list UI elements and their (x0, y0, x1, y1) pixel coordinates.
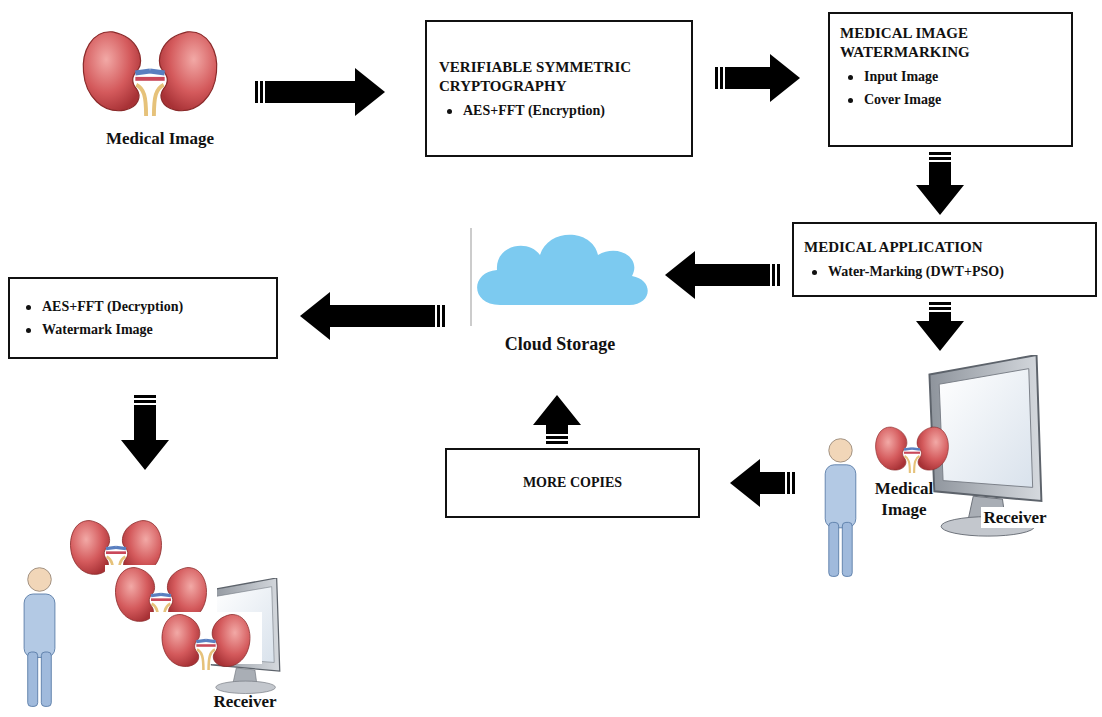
arrow-stripe (790, 471, 792, 495)
block-arrow (916, 152, 964, 215)
text-holder: Receiver (205, 691, 285, 712)
text-holder: Cloud Storage (465, 333, 655, 356)
box-heading: MEDICAL APPLICATION (804, 238, 1085, 257)
block-arrow (665, 251, 780, 299)
process-box: MORE COPIES (445, 448, 700, 518)
arrow-stripe (263, 80, 265, 104)
image-node: Medical Image (75, 25, 245, 150)
image-border (471, 228, 472, 326)
arrow-stripe (545, 434, 569, 436)
receiver-node: Receiver (10, 480, 320, 712)
block-arrow (255, 68, 385, 116)
bullet-item: Watermark Image (18, 321, 268, 339)
image-caption: Medical Image (75, 128, 245, 149)
kidney-image (162, 614, 250, 670)
arrow-stripe (775, 263, 777, 287)
arrow-stripe (928, 305, 952, 307)
block-arrow (533, 395, 581, 444)
arrow-stripe (440, 304, 442, 328)
block-arrow (121, 395, 169, 470)
block-arrow (916, 302, 964, 351)
image-caption: Medical Image (867, 478, 941, 521)
text-holder: Medical Image (867, 478, 941, 521)
arrow-stripe (133, 398, 157, 400)
bullet-item: AES+FFT (Decryption) (18, 298, 268, 316)
block-arrow (665, 251, 780, 299)
block-arrow (533, 395, 581, 444)
block-arrow (715, 54, 800, 102)
arrow-stripe (770, 263, 772, 287)
arrow-stripe (928, 155, 952, 157)
block-arrow (730, 459, 795, 507)
person-icon (825, 439, 856, 577)
arrow-stripe (258, 80, 260, 104)
arrow-stripe (928, 310, 952, 312)
kidney-image (876, 427, 949, 473)
process-box: MEDICAL APPLICATION Water-Marking (DWT+PS… (792, 222, 1097, 297)
process-box: VERIFIABLE SYMMETRIC CRYPTOGRAPHY AES+FFT… (425, 20, 693, 157)
arrow-stripe (785, 471, 787, 495)
arrow-stripe (723, 66, 725, 90)
image-caption: Cloud Storage (465, 333, 655, 356)
cloud-shape (477, 235, 648, 305)
block-arrow (121, 395, 169, 470)
arrow-stripe (928, 160, 952, 162)
block-arrow (300, 292, 445, 340)
block-arrow (730, 459, 795, 507)
kidney-image (83, 32, 216, 116)
image-caption: Receiver (981, 507, 1049, 528)
box-heading: MEDICAL IMAGE WATERMARKING (840, 24, 1061, 62)
arrow-stripe (435, 304, 437, 328)
arrow-stripe (133, 403, 157, 405)
block-arrow (300, 292, 445, 340)
arrow-stripe (545, 439, 569, 441)
person-icon (24, 568, 55, 707)
process-box: MEDICAL IMAGE WATERMARKING Input ImageCov… (828, 12, 1073, 147)
bullet-item: Cover Image (840, 91, 1061, 109)
block-arrow (255, 68, 385, 116)
box-heading: MORE COPIES (457, 474, 688, 492)
block-arrow (916, 152, 964, 215)
arrow-stripe (718, 66, 720, 90)
receiver-node: Medical ImageReceiver (815, 355, 1050, 585)
text-holder: Receiver (981, 507, 1049, 528)
image-caption: Receiver (205, 691, 285, 712)
block-arrow (715, 54, 800, 102)
bullet-item: Water-Marking (DWT+PSO) (804, 263, 1085, 281)
cloud-node: Cloud Storage (465, 225, 655, 360)
block-arrow (916, 302, 964, 351)
process-box: AES+FFT (Decryption) Watermark Image (8, 277, 278, 359)
bullet-item: AES+FFT (Encryption) (439, 102, 681, 120)
text-holder: Medical Image (75, 128, 245, 149)
bullet-item: Input Image (840, 68, 1061, 86)
box-heading: VERIFIABLE SYMMETRIC CRYPTOGRAPHY (439, 58, 681, 96)
